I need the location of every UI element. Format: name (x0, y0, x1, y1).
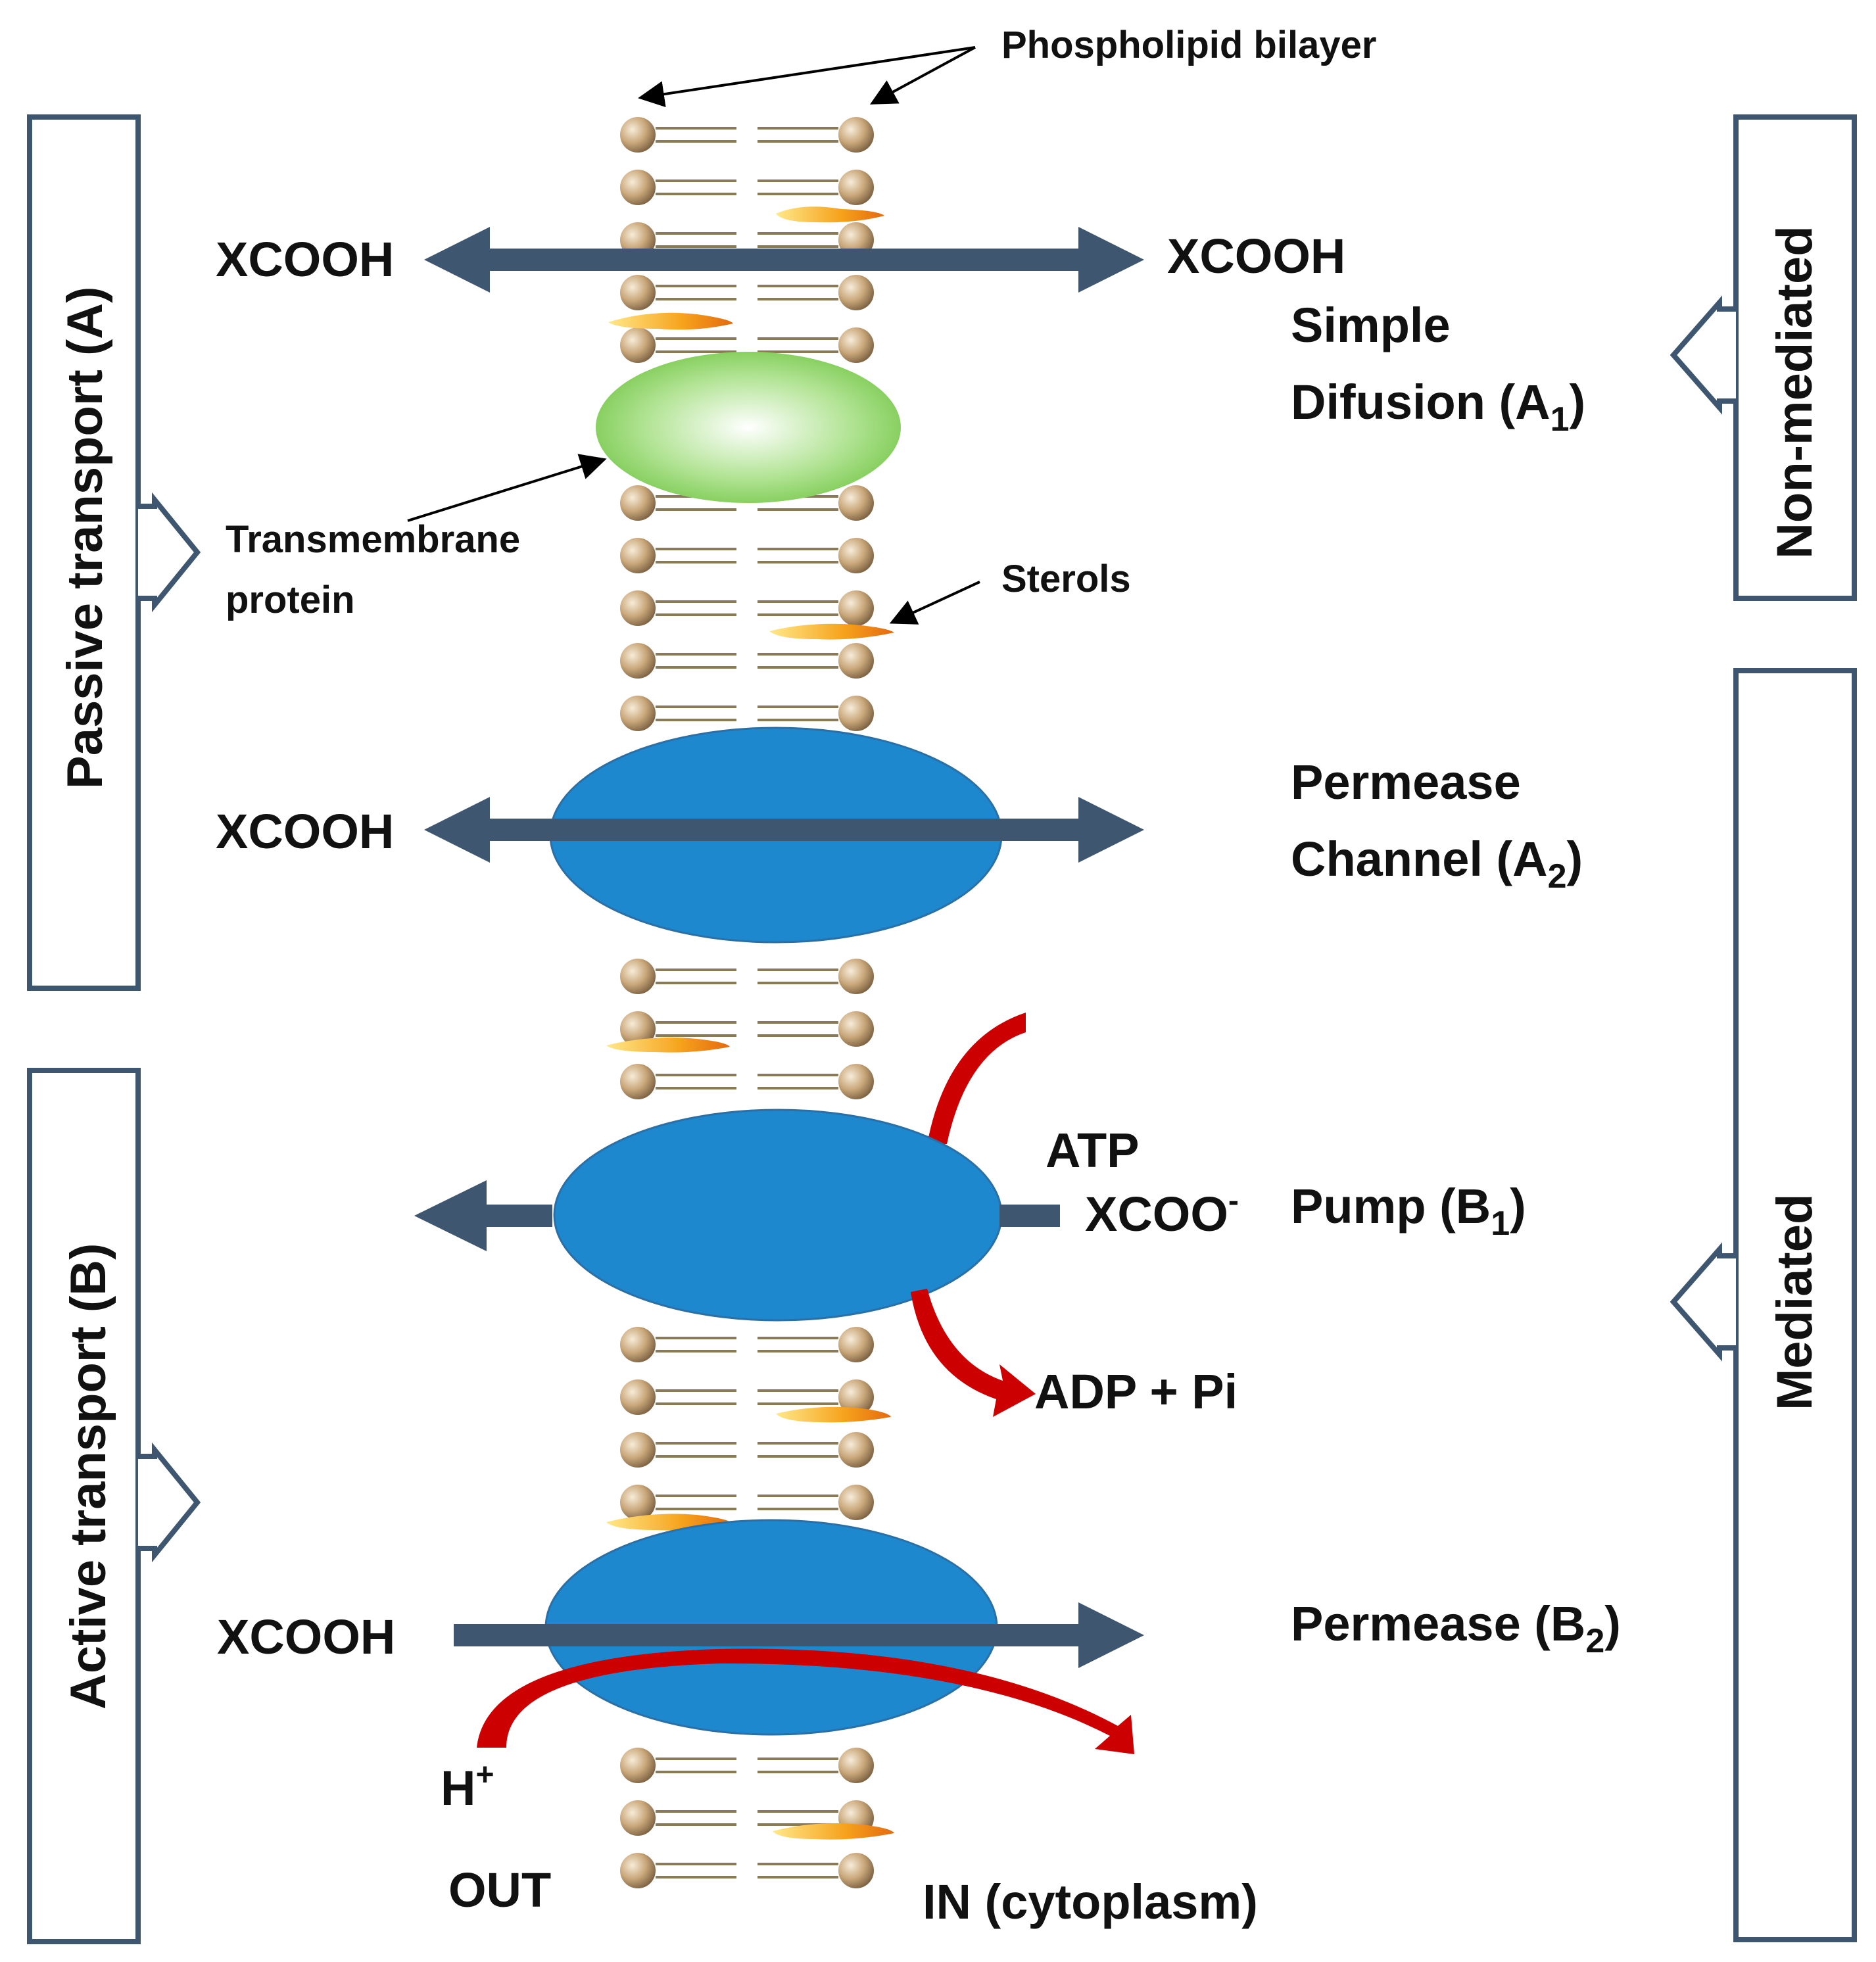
bilayer-pointer-left (638, 46, 976, 108)
sterols-group (606, 206, 894, 1840)
lipid-head (838, 1853, 874, 1888)
lipid-head (838, 643, 874, 679)
lipid-head (620, 485, 656, 521)
lipid-head (620, 275, 656, 310)
lipid-head (838, 1748, 874, 1783)
pump-protein (553, 1109, 1003, 1322)
lipid-head (838, 485, 874, 521)
permease-label: Permease (B2) (1291, 1596, 1621, 1660)
lipid-head (620, 538, 656, 573)
lipid-head (620, 170, 656, 205)
active-label: Active transport (B) (60, 1243, 116, 1710)
lipid-head (838, 1485, 874, 1520)
lipid-head (620, 643, 656, 679)
pump-arrow (414, 1180, 1060, 1251)
lipid-head (620, 1064, 656, 1099)
lipid-head (838, 696, 874, 731)
permease-symport-arrow (454, 1602, 1144, 1668)
lipid-head (620, 1379, 656, 1415)
adp-arrow (911, 1289, 1036, 1417)
xcooh-in-1: XCOOH (1167, 229, 1345, 283)
transmembrane-pointer (407, 454, 607, 522)
simple-diffusion-arrow (424, 227, 1144, 293)
transmembrane-label-2: protein (226, 579, 355, 621)
proton-arrow (477, 1648, 1134, 1754)
lipid-head (620, 327, 656, 363)
xcooh-out-1: XCOOH (216, 232, 394, 287)
sterol (608, 312, 733, 330)
lipid-head (620, 696, 656, 731)
lipid-head (620, 959, 656, 994)
atp-arrow (927, 1013, 1026, 1144)
adp-label: ADP + Pi (1034, 1364, 1238, 1419)
pump-label: Pump (B1) (1291, 1179, 1526, 1243)
lipid-head (838, 327, 874, 363)
active-transport-box: Active transport (B) (27, 1068, 201, 1944)
passive-transport-box: Passive transport (A) (27, 114, 201, 991)
xcooh-out-3: XCOOH (217, 1610, 395, 1664)
bilayer-label: Phospholipid bilayer (1001, 24, 1376, 66)
mediated-label: Mediated (1767, 1194, 1823, 1410)
xcooh-out-2: XCOOH (216, 804, 394, 859)
lipid-head (838, 170, 874, 205)
lipid-head (838, 117, 874, 153)
sterol (776, 1406, 891, 1423)
xcoo-label: XCOO- (1085, 1184, 1239, 1241)
sterol (606, 1037, 730, 1053)
lipid-head (620, 1748, 656, 1783)
out-label: OUT (448, 1863, 551, 1917)
simple-line2: Difusion (A1) (1291, 375, 1585, 439)
simple-line1: Simple (1291, 298, 1451, 352)
in-label: IN (cytoplasm) (923, 1875, 1258, 1929)
sterols-label: Sterols (1001, 558, 1131, 600)
channel-line1: Permease (1291, 755, 1521, 809)
lipid-head (838, 1011, 874, 1047)
bilayer-pointer-right (869, 46, 976, 105)
atp-label: ATP (1046, 1123, 1140, 1178)
permease-channel-arrow (424, 797, 1144, 863)
lipid-head (620, 117, 656, 153)
lipid-head (838, 1432, 874, 1468)
lipid-head (838, 1064, 874, 1099)
lipid-head (620, 1853, 656, 1888)
transmembrane-protein (596, 352, 901, 503)
lipid-head (838, 1379, 874, 1415)
sterol (773, 1823, 894, 1840)
lipid-head (620, 1800, 656, 1836)
non-mediated-label: Non-mediated (1767, 226, 1823, 559)
lipid-head (620, 1327, 656, 1362)
lipid-head (620, 1432, 656, 1468)
non-mediated-box: Non-mediated (1670, 114, 1857, 601)
sterols-pointer (889, 581, 980, 625)
lipid-head (620, 1011, 656, 1047)
lipid-head (838, 538, 874, 573)
phospholipid-bilayer (620, 117, 874, 1888)
lipid-head (838, 959, 874, 994)
lipid-head (838, 590, 874, 626)
h-label: H+ (441, 1758, 494, 1815)
lipid-head (838, 275, 874, 310)
mediated-box: Mediated (1670, 668, 1857, 1942)
sterol (769, 623, 894, 640)
passive-label: Passive transport (A) (57, 287, 113, 789)
lipid-head (838, 1327, 874, 1362)
transmembrane-label-1: Transmembrane (226, 518, 520, 561)
lipid-head (620, 1485, 656, 1520)
channel-line2: Channel (A2) (1291, 832, 1583, 896)
sterol (776, 206, 884, 223)
lipid-head (620, 590, 656, 626)
